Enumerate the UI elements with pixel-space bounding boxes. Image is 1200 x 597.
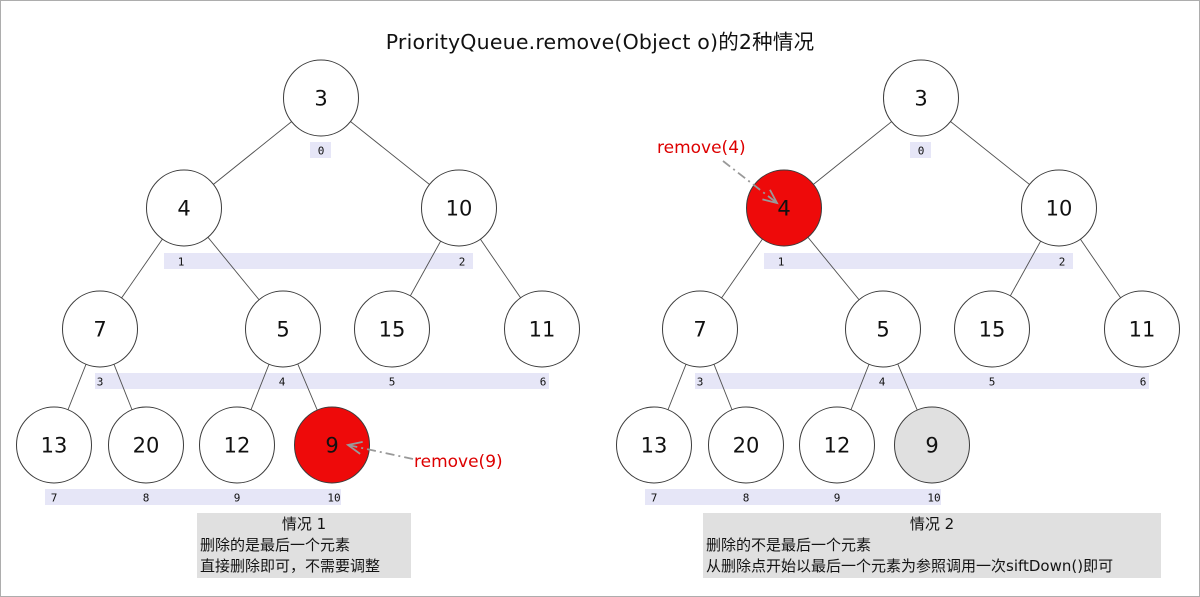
caption-case-1: 情况 1 删除的是最后一个元素 直接删除即可，不需要调整 bbox=[197, 513, 411, 578]
remove-arrow-line bbox=[347, 444, 414, 460]
remove-arrow-line bbox=[722, 160, 778, 204]
array-index-label: 2 bbox=[1059, 256, 1066, 269]
array-index-band bbox=[645, 489, 941, 505]
array-index-label: 0 bbox=[318, 145, 325, 158]
array-index-label: 2 bbox=[459, 256, 466, 269]
heap-node-value: 15 bbox=[979, 318, 1006, 342]
heap-node-value: 20 bbox=[133, 434, 160, 458]
heap-node-4 bbox=[146, 169, 222, 247]
heap-node-value: 13 bbox=[641, 434, 668, 458]
heap-node-value: 15 bbox=[379, 318, 406, 342]
heap-node-12 bbox=[799, 406, 875, 484]
heap-node-value: 4 bbox=[177, 197, 190, 221]
array-index-band bbox=[95, 373, 549, 389]
caption-case-2-line-2: 从删除点开始以最后一个元素为参照调用一次siftDown()即可 bbox=[706, 557, 1114, 575]
array-index-band bbox=[45, 489, 341, 505]
heap-node-value: 7 bbox=[93, 318, 106, 342]
heap-node-value: 3 bbox=[914, 87, 927, 111]
caption-case-1-line-2: 直接删除即可，不需要调整 bbox=[200, 557, 381, 575]
heap-node-5 bbox=[845, 290, 921, 368]
heap-node-5 bbox=[245, 290, 321, 368]
array-index-label: 5 bbox=[989, 376, 996, 389]
heap-node-10 bbox=[1021, 169, 1097, 247]
caption-case-1-title: 情况 1 bbox=[281, 515, 327, 533]
remove-arrowhead-icon bbox=[762, 189, 779, 205]
heap-node-11 bbox=[504, 290, 580, 368]
heap-node-value: 12 bbox=[824, 434, 851, 458]
array-index-label: 8 bbox=[743, 492, 750, 505]
heap-node-value: 11 bbox=[1129, 318, 1156, 342]
caption-case-1-line-1: 删除的是最后一个元素 bbox=[200, 536, 351, 554]
array-index-label: 4 bbox=[279, 376, 286, 389]
heap-node-value: 5 bbox=[276, 318, 289, 342]
heap-node-4 bbox=[746, 169, 822, 247]
array-index-label: 3 bbox=[97, 376, 104, 389]
array-index-label: 1 bbox=[178, 256, 185, 269]
heap-node-value: 7 bbox=[693, 318, 706, 342]
heap-node-7 bbox=[662, 290, 738, 368]
heap-node-value: 9 bbox=[325, 434, 338, 458]
heap-node-15 bbox=[954, 290, 1030, 368]
heap-node-3 bbox=[283, 59, 359, 137]
array-index-label: 9 bbox=[234, 492, 241, 505]
heap-node-value: 12 bbox=[224, 434, 251, 458]
array-index-label: 10 bbox=[927, 492, 940, 505]
heap-node-value: 20 bbox=[733, 434, 760, 458]
heap-node-9 bbox=[894, 406, 970, 484]
caption-case-2-title: 情况 2 bbox=[909, 515, 955, 533]
array-index-label: 3 bbox=[697, 376, 704, 389]
array-index-label: 10 bbox=[327, 492, 340, 505]
heap-node-20 bbox=[108, 406, 184, 484]
heap-node-9 bbox=[294, 406, 370, 484]
heap-node-value: 10 bbox=[1046, 197, 1073, 221]
remove-annotation-label: remove(9) bbox=[414, 452, 503, 472]
heap-node-value: 11 bbox=[529, 318, 556, 342]
array-index-band bbox=[164, 253, 473, 269]
heap-node-13 bbox=[616, 406, 692, 484]
array-index-label: 8 bbox=[143, 492, 150, 505]
array-index-label: 5 bbox=[389, 376, 396, 389]
heap-node-value: 10 bbox=[446, 197, 473, 221]
array-index-label: 0 bbox=[918, 145, 925, 158]
heap-node-15 bbox=[354, 290, 430, 368]
heap-node-value: 9 bbox=[925, 434, 938, 458]
array-index-band bbox=[310, 142, 331, 158]
caption-case-2-line-1: 删除的不是最后一个元素 bbox=[706, 536, 872, 554]
heap-node-20 bbox=[708, 406, 784, 484]
heap-node-7 bbox=[62, 290, 138, 368]
array-index-label: 6 bbox=[1140, 376, 1147, 389]
array-index-label: 7 bbox=[651, 492, 658, 505]
array-index-band bbox=[910, 142, 931, 158]
heap-node-value: 3 bbox=[314, 87, 327, 111]
heap-node-value: 13 bbox=[41, 434, 68, 458]
heap-node-3 bbox=[883, 59, 959, 137]
heap-node-value: 4 bbox=[777, 197, 790, 221]
remove-annotation-label: remove(4) bbox=[657, 138, 746, 158]
array-index-label: 7 bbox=[51, 492, 58, 505]
heap-node-value: 5 bbox=[876, 318, 889, 342]
caption-case-2: 情况 2 删除的不是最后一个元素 从删除点开始以最后一个元素为参照调用一次sif… bbox=[703, 513, 1161, 578]
diagram-title: PriorityQueue.remove(Object o)的2种情况 bbox=[385, 30, 815, 54]
remove-arrowhead-icon bbox=[345, 441, 363, 455]
array-index-label: 4 bbox=[879, 376, 886, 389]
array-index-label: 1 bbox=[778, 256, 785, 269]
array-index-band bbox=[764, 253, 1073, 269]
heap-node-13 bbox=[16, 406, 92, 484]
heap-node-11 bbox=[1104, 290, 1180, 368]
array-index-band bbox=[695, 373, 1149, 389]
array-index-label: 9 bbox=[834, 492, 841, 505]
heap-node-12 bbox=[199, 406, 275, 484]
array-index-label: 6 bbox=[540, 376, 547, 389]
heap-node-10 bbox=[421, 169, 497, 247]
